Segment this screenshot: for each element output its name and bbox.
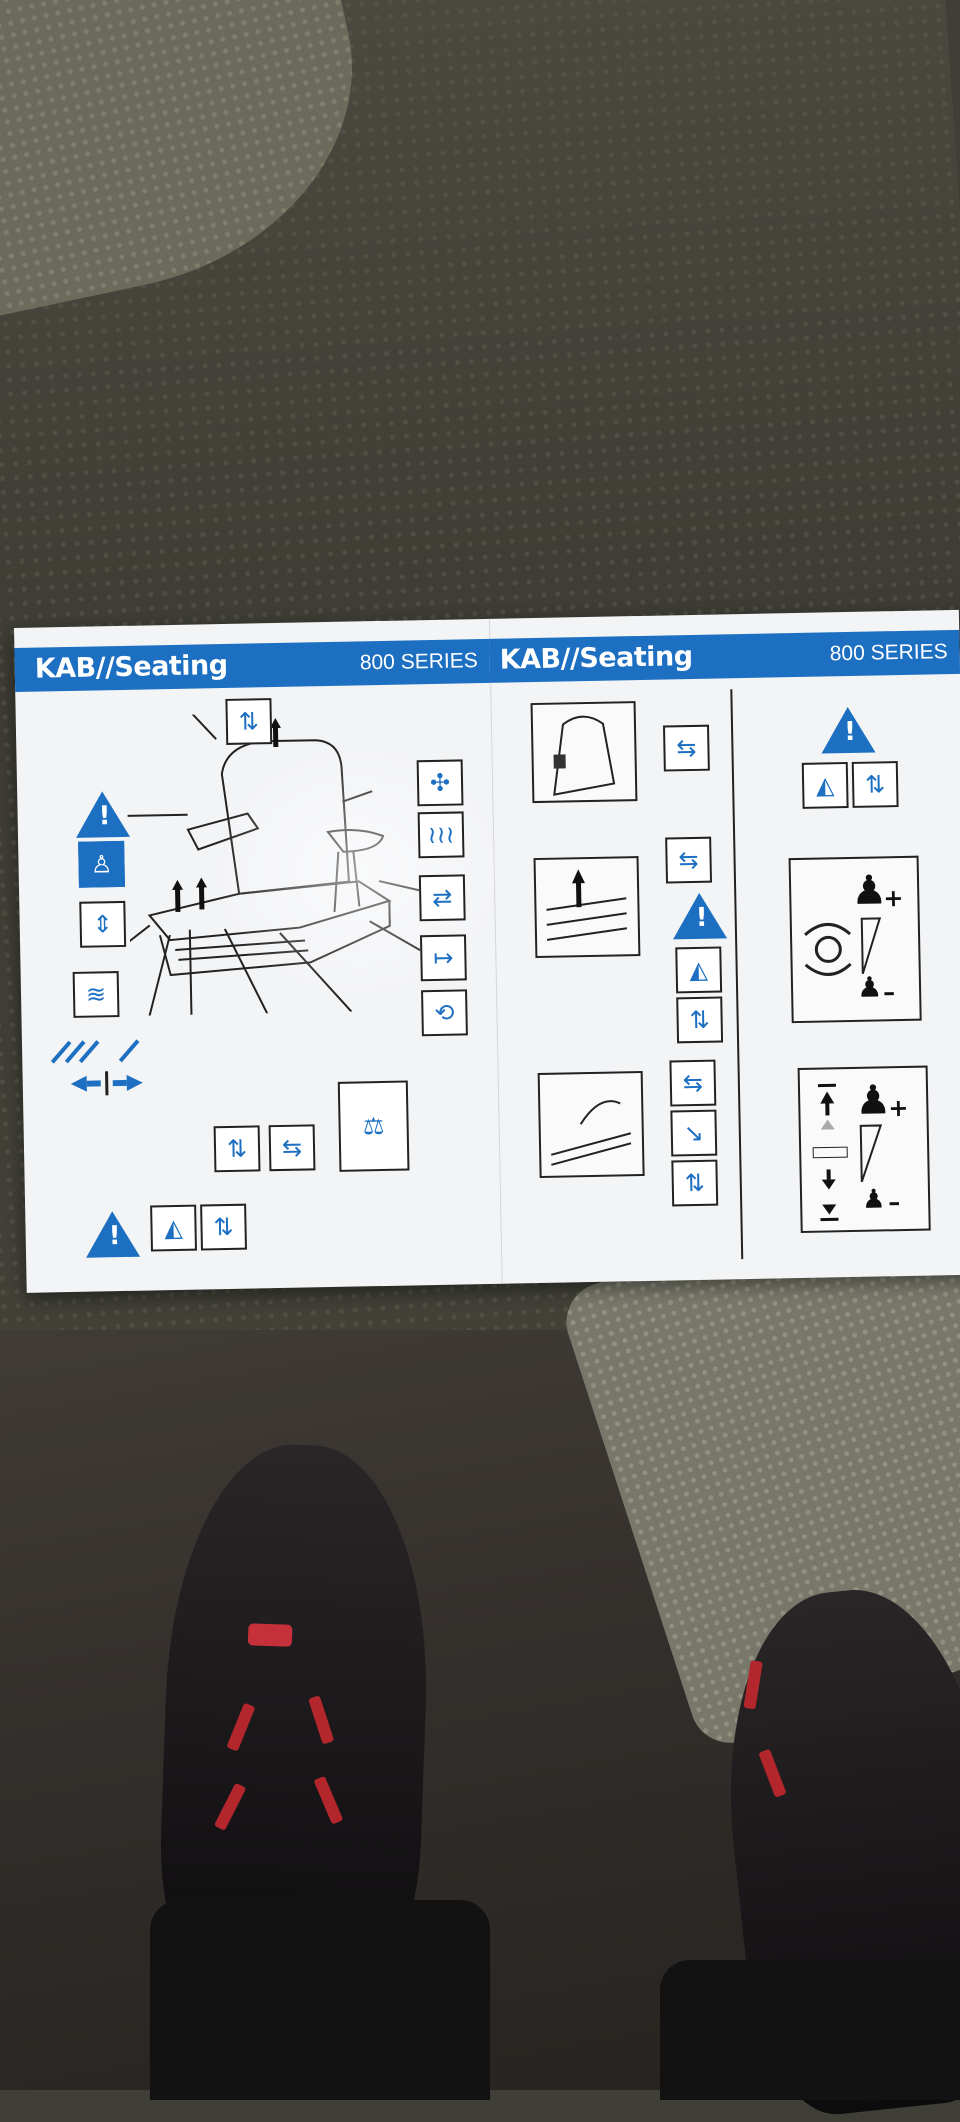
seat-height-warning-icon: ⇅ [852,761,899,808]
warning-triangle-icon: ! [672,892,727,939]
lever-arrows-icon [810,1079,853,1225]
boot-lace [758,1749,786,1798]
leaflet-left-panel: KAB//Seating 800 SERIES [14,619,503,1293]
backrest-warning-icon: ◭ [150,1205,197,1252]
fore-aft-detail-frame [534,856,641,958]
seat-adjust-icon: ⇅ [225,698,272,745]
photo-scene: KAB//Seating 800 SERIES [0,0,960,2077]
backrest-warning-icon: ◭ [802,762,849,809]
seat-height-icon: ⇅ [676,996,723,1043]
left-trouser-leg [150,1900,490,2100]
series-label: 800 SERIES [830,640,948,666]
leaflet-right-panel: KAB//Seating 800 SERIES ⇆ ⇆ ! ◭ ⇅ ⇆ ↘ ⇅ … [489,610,960,1284]
brand-logo: KAB//Seating [499,641,692,676]
boot-tag [248,1623,293,1647]
right-trouser-leg [660,1960,960,2100]
seat-depth-icon: ↦ [420,934,467,981]
height-adjust-icon: ⇅ [214,1125,261,1172]
boot-lace [226,1703,255,1752]
minus-sign: – [888,1188,901,1216]
seat-belt-icon: ♙ [78,841,125,888]
tilt-adjust-icon: ↘ [670,1110,717,1157]
armrest-adjust-icon: ⇆ [663,725,710,772]
fore-aft-icon: ⇆ [269,1124,316,1171]
plus-sign: + [888,1094,909,1122]
warning-triangle-icon: ! [821,706,876,753]
fan-icon: ✣ [417,759,464,806]
panel-divider [730,689,743,1259]
armrest-detail-frame [531,701,638,803]
heavy-driver-icon: ♟ [855,1080,892,1121]
brand-logo: KAB//Seating [34,650,227,685]
shock-absorber-icon [42,1030,163,1102]
height-lever-icon: ⇅ [671,1160,718,1207]
weight-lever-frame: ♟ + ♟ – [798,1066,931,1233]
swivel-icon: ⟲ [421,989,468,1036]
brand-band: KAB//Seating 800 SERIES [14,639,490,692]
boot-lace [214,1783,246,1831]
lumbar-support-icon: ⇄ [419,874,466,921]
slide-adjust-icon: ⇆ [669,1060,716,1107]
warning-triangle-icon: ! [75,791,130,838]
seat-illustration [126,710,452,1016]
fore-aft-icon: ⇆ [665,837,712,884]
brand-band: KAB//Seating 800 SERIES [489,630,960,683]
plus-sign: + [883,884,904,912]
light-driver-icon: ♟ [862,1186,886,1212]
instruction-leaflet: KAB//Seating 800 SERIES [14,610,960,1293]
dial-knob-icon [800,913,911,985]
heavy-driver-icon: ♟ [851,870,888,911]
seat-height-warning-icon: ⇅ [200,1204,247,1251]
backrest-tilt-icon: ⇕ [79,901,126,948]
weight-dial-frame: ♟ + ♟ – [789,856,922,1023]
weight-adjust-icon: ⚖ [338,1081,410,1172]
warning-triangle-icon: ! [85,1211,140,1258]
series-label: 800 SERIES [360,649,478,675]
seat-heater-icon: ≀≀≀ [418,811,465,858]
backrest-warning-icon: ◭ [675,946,722,993]
boot-lace [313,1776,343,1825]
suspension-icon: ≋ [73,971,120,1018]
boot-lace [308,1695,334,1744]
base-detail-frame [538,1071,645,1178]
